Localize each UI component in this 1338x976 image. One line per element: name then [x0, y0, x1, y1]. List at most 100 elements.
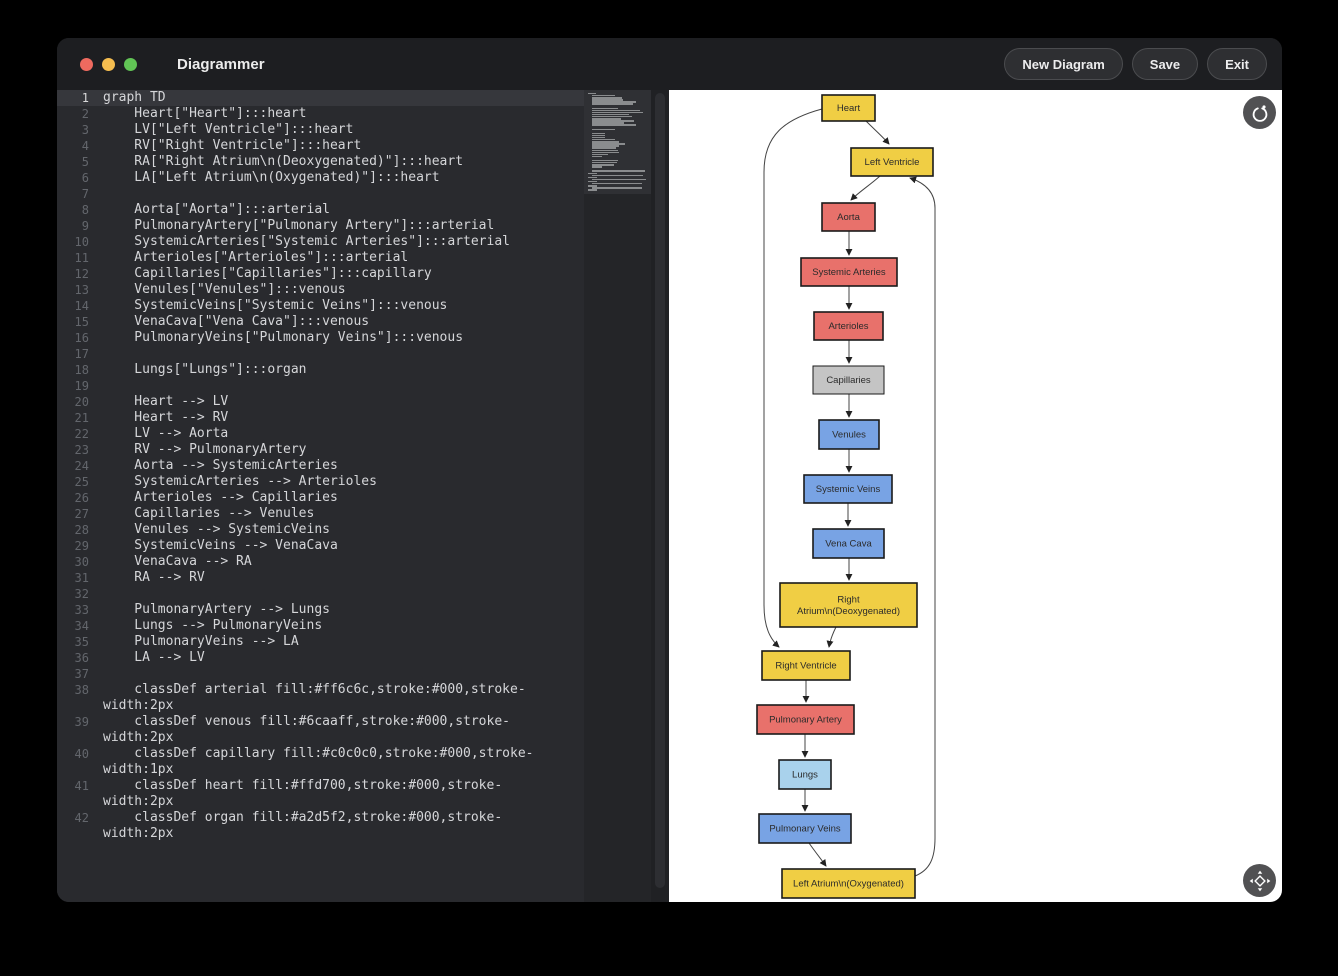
code-line[interactable]: 13 Venules["Venules"]:::venous [57, 282, 584, 298]
code-line[interactable]: 16 PulmonaryVeins["Pulmonary Veins"]:::v… [57, 330, 584, 346]
code-line[interactable]: 38 classDef arterial fill:#ff6c6c,stroke… [57, 682, 584, 698]
code-text: LV --> Aorta [103, 426, 229, 441]
minimap-line [592, 139, 616, 141]
code-line[interactable]: 34 Lungs --> PulmonaryVeins [57, 618, 584, 634]
code-line[interactable]: 39 classDef venous fill:#6caaff,stroke:#… [57, 714, 584, 730]
exit-button[interactable]: Exit [1207, 48, 1267, 80]
line-number: 38 [74, 683, 89, 697]
code-line[interactable]: width:2px [57, 730, 584, 746]
node-Lungs: Lungs [778, 759, 832, 790]
line-number [57, 762, 103, 778]
code-line[interactable]: 32 [57, 586, 584, 602]
line-number: 22 [74, 427, 89, 441]
code-line[interactable]: 18 Lungs["Lungs"]:::organ [57, 362, 584, 378]
minimap-line [592, 136, 605, 139]
code-line[interactable]: 31 RA --> RV [57, 570, 584, 586]
new-diagram-button[interactable]: New Diagram [1004, 48, 1123, 80]
code-line[interactable]: 27 Capillaries --> Venules [57, 506, 584, 522]
code-text: SystemicVeins --> VenaCava [103, 538, 338, 553]
code-line[interactable]: 23 RV --> PulmonaryArtery [57, 442, 584, 458]
code-line[interactable]: 25 SystemicArteries --> Arterioles [57, 474, 584, 490]
code-line[interactable]: 20 Heart --> LV [57, 394, 584, 410]
code-line[interactable]: 15 VenaCava["Vena Cava"]:::venous [57, 314, 584, 330]
code-text: Heart --> LV [103, 394, 229, 409]
code-line[interactable]: 36 LA --> LV [57, 650, 584, 666]
code-text: PulmonaryArtery["Pulmonary Artery"]:::ar… [103, 218, 495, 233]
code-line[interactable]: 3 LV["Left Ventricle"]:::heart [57, 122, 584, 138]
code-line[interactable]: 10 SystemicArteries["Systemic Arteries"]… [57, 234, 584, 250]
code-line[interactable]: 2 Heart["Heart"]:::heart [57, 106, 584, 122]
code-line[interactable]: 29 SystemicVeins --> VenaCava [57, 538, 584, 554]
code-line[interactable]: 33 PulmonaryArtery --> Lungs [57, 602, 584, 618]
code-line[interactable]: 17 [57, 346, 584, 362]
code-line[interactable]: 9 PulmonaryArtery["Pulmonary Artery"]:::… [57, 218, 584, 234]
line-number: 39 [74, 715, 89, 729]
code-line[interactable]: 7 [57, 186, 584, 202]
code-line[interactable]: 21 Heart --> RV [57, 410, 584, 426]
code-line[interactable]: 14 SystemicVeins["Systemic Veins"]:::ven… [57, 298, 584, 314]
code-line[interactable]: 8 Aorta["Aorta"]:::arterial [57, 202, 584, 218]
code-line[interactable]: 12 Capillaries["Capillaries"]:::capillar… [57, 266, 584, 282]
pan-mode-button[interactable] [1243, 864, 1276, 897]
line-number: 16 [74, 331, 89, 345]
line-number: 8 [81, 203, 89, 217]
code-line[interactable]: 6 LA["Left Atrium\n(Oxygenated)"]:::hear… [57, 170, 584, 186]
minimap-line [592, 153, 608, 156]
code-line[interactable]: 26 Arterioles --> Capillaries [57, 490, 584, 506]
line-number: 12 [74, 267, 89, 281]
scrollbar-thumb[interactable] [655, 93, 665, 888]
code-line[interactable]: width:2px [57, 698, 584, 714]
code-line[interactable]: width:2px [57, 826, 584, 842]
code-text: classDef arterial fill:#ff6c6c,stroke:#0… [103, 682, 526, 697]
code-line[interactable]: 30 VenaCava --> RA [57, 554, 584, 570]
minimap-content [588, 93, 646, 191]
code-line[interactable]: 24 Aorta --> SystemicArteries [57, 458, 584, 474]
code-line[interactable]: width:2px [57, 794, 584, 810]
line-number: 2 [81, 107, 89, 121]
code-line[interactable]: 11 Arterioles["Arterioles"]:::arterial [57, 250, 584, 266]
line-number: 10 [74, 235, 89, 249]
editor-scrollbar[interactable] [651, 90, 669, 902]
minimap-line [592, 113, 629, 116]
svg-text:Systemic Arteries: Systemic Arteries [812, 267, 886, 278]
close-button[interactable] [80, 57, 93, 71]
minimize-button[interactable] [102, 57, 115, 71]
line-number: 32 [74, 587, 89, 601]
zoom-button[interactable] [124, 57, 137, 71]
code-line[interactable]: 22 LV --> Aorta [57, 426, 584, 442]
code-text: Venules --> SystemicVeins [103, 522, 330, 537]
code-line[interactable]: 28 Venules --> SystemicVeins [57, 522, 584, 538]
code-line[interactable]: 19 [57, 378, 584, 394]
code-text: LA --> LV [103, 650, 205, 665]
line-number: 15 [74, 315, 89, 329]
line-number: 19 [74, 379, 89, 393]
code-line[interactable]: 4 RV["Right Ventricle"]:::heart [57, 138, 584, 154]
minimap-line [592, 132, 605, 135]
code-line[interactable]: 35 PulmonaryVeins --> LA [57, 634, 584, 650]
node-Heart: Heart [821, 94, 876, 122]
code-line[interactable]: 41 classDef heart fill:#ffd700,stroke:#0… [57, 778, 584, 794]
code-line[interactable]: 5 RA["Right Atrium\n(Deoxygenated)"]:::h… [57, 154, 584, 170]
minimap-line [592, 141, 620, 143]
code-text: LV["Left Ventricle"]:::heart [103, 122, 354, 137]
minimap[interactable] [584, 90, 651, 902]
line-number: 34 [74, 619, 89, 633]
line-number: 13 [74, 283, 89, 297]
code-line[interactable]: width:1px [57, 762, 584, 778]
code-line[interactable]: 37 [57, 666, 584, 682]
line-number: 37 [74, 667, 89, 681]
save-button[interactable]: Save [1131, 48, 1199, 80]
svg-text:Vena Cava: Vena Cava [825, 539, 872, 550]
reset-view-button[interactable] [1243, 96, 1276, 129]
svg-text:Pulmonary Artery: Pulmonary Artery [769, 715, 842, 726]
code-text: RV --> PulmonaryArtery [103, 442, 307, 457]
node-LV: Left Ventricle [850, 147, 934, 177]
minimap-line [592, 147, 617, 149]
code-line[interactable]: 42 classDef organ fill:#a2d5f2,stroke:#0… [57, 810, 584, 826]
code-line[interactable]: 40 classDef capillary fill:#c0c0c0,strok… [57, 746, 584, 762]
minimap-line [592, 160, 619, 162]
